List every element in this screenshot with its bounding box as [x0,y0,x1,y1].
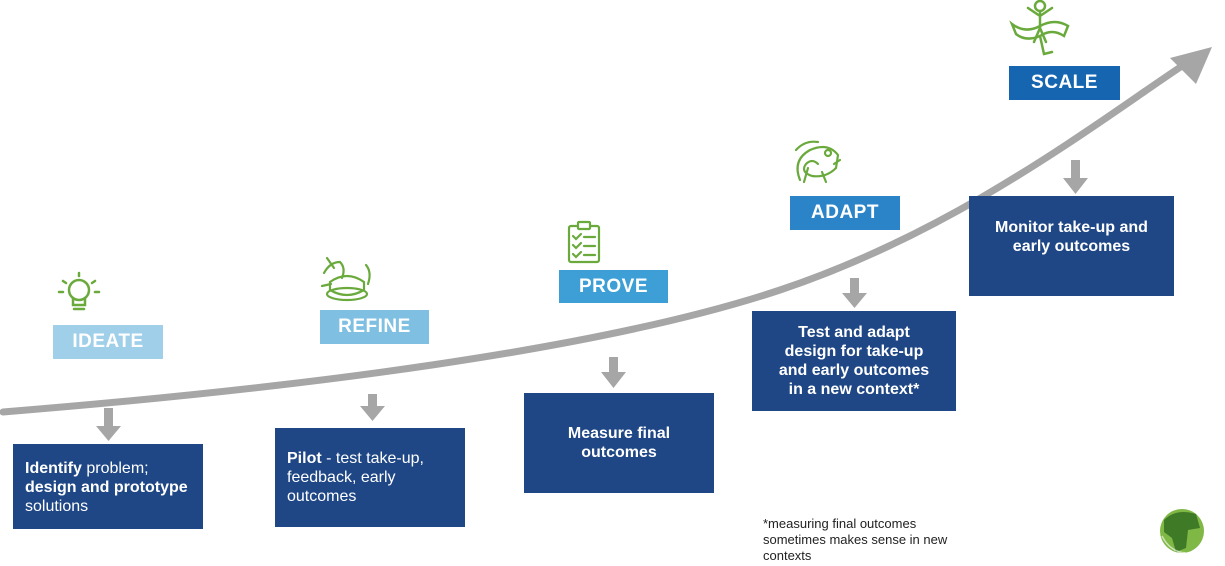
down-arrow-scale [1063,160,1088,194]
box-refine-bold-pilot: Pilot [287,450,322,467]
box-scale-line-2: early outcomes [1012,238,1131,255]
box-ideate-bold-identify: Identify [25,460,82,477]
stage-label-ideate: IDEATE [53,325,163,359]
stage-box-refine: Pilot - test take-up, feedback, early ou… [275,428,465,527]
down-arrow-adapt [842,278,867,308]
box-ideate-text-solutions: solutions [25,498,89,515]
globe-logo [1160,509,1204,554]
box-prove-line-1: Measure final [567,425,671,442]
footnote: *measuring final outcomes sometimes make… [763,516,948,563]
box-refine-text: - test take-up, feedback, early outcomes [287,450,424,505]
box-prove-line-2: outcomes [581,444,657,461]
stage-label-adapt: ADAPT [790,196,900,230]
down-arrow-ideate [96,408,121,441]
box-ideate-text-problem: problem; [81,460,149,477]
lightbulb-icon [57,271,101,311]
stage-label-scale: SCALE [1009,66,1120,100]
growth-curve-arrowhead [1170,47,1212,84]
box-adapt-line-3: and early outcomes [778,362,930,379]
finish-line-runner-icon [1009,0,1070,56]
stage-box-ideate: Identify problem; design and prototype s… [13,444,203,529]
down-arrow-refine [360,394,385,421]
chameleon-icon [794,140,842,184]
box-adapt-line-2: design for take-up [784,343,924,360]
clipboard-checklist-icon [567,220,601,264]
connector-arrows [96,160,1088,441]
box-adapt-line-1: Test and adapt [798,324,910,341]
box-adapt-line-4: in a new context* [788,381,920,398]
stage-label-prove: PROVE [559,270,668,303]
stage-label-refine: REFINE [320,310,429,344]
box-scale-line-1: Monitor take-up and [995,219,1148,236]
growth-curve-line [0,58,1192,416]
down-arrow-prove [601,357,626,388]
pottery-hands-icon [320,256,371,302]
stage-box-scale: Monitor take-up and early outcomes [969,196,1174,296]
stage-box-adapt: Test and adapt design for take-up and ea… [752,311,956,411]
box-ideate-bold-design: design and prototype [25,479,188,496]
stage-box-prove: Measure final outcomes [524,393,714,493]
